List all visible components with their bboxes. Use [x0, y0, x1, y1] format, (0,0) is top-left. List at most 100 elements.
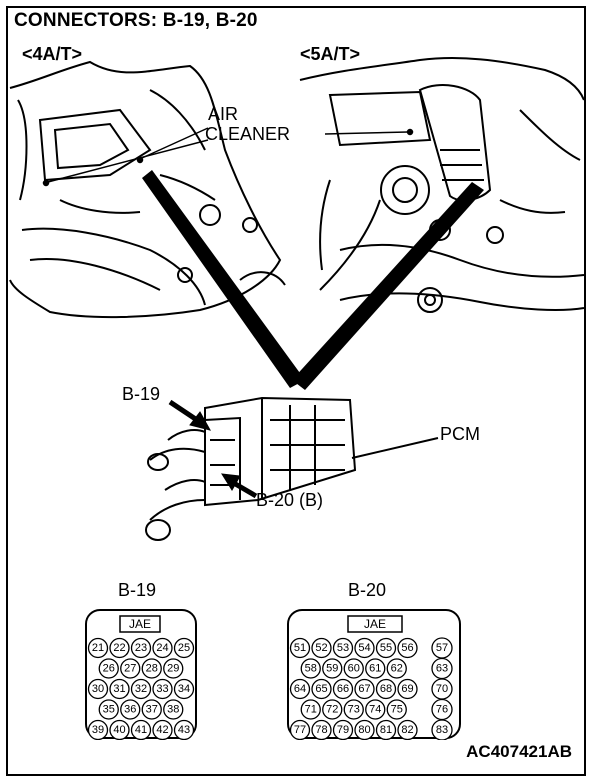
pin-number: 31	[113, 683, 125, 695]
pin-circle	[98, 699, 119, 720]
pin-number: 32	[135, 683, 147, 695]
pin-number: 64	[294, 683, 306, 695]
pin-circle	[163, 699, 184, 720]
pin-number: 24	[156, 642, 168, 654]
pin-circle	[322, 658, 343, 679]
pin-number: 81	[380, 724, 392, 736]
pin-circle	[343, 658, 364, 679]
pin-circle	[300, 658, 321, 679]
pin-circle	[300, 699, 321, 720]
pin-circle	[289, 719, 311, 740]
pin-circle	[130, 719, 152, 740]
pin-circle	[354, 719, 375, 740]
pin-number: 67	[358, 683, 370, 695]
pin-number: 75	[391, 704, 403, 716]
pin-number: 26	[103, 663, 115, 675]
pin-number: 77	[294, 724, 306, 736]
pin-circle	[130, 678, 152, 700]
pin-number: 34	[178, 683, 190, 695]
pin-circle	[354, 637, 375, 659]
pin-circle	[152, 637, 173, 659]
pin-number: 61	[369, 663, 381, 675]
pin-number: 52	[315, 642, 327, 654]
pin-circle	[120, 658, 141, 679]
pin-number: 35	[103, 704, 115, 716]
pin-circle	[289, 678, 311, 700]
pin-circle	[163, 658, 184, 679]
pin-number: 37	[146, 704, 158, 716]
pin-circle	[375, 637, 397, 659]
pin-number: 40	[113, 724, 125, 736]
pin-number: 60	[348, 663, 360, 675]
pin-circle	[397, 637, 418, 659]
b20-connector-title: B-20	[348, 580, 387, 600]
pin-number: 73	[348, 704, 360, 716]
pin-circle	[365, 658, 386, 679]
pin-circle	[173, 678, 195, 700]
pin-circle	[173, 637, 195, 659]
pin-number: 38	[167, 704, 179, 716]
pin-number: 76	[436, 704, 448, 716]
pin-number: 51	[294, 642, 306, 654]
pin-circle	[173, 719, 195, 740]
figure-frame	[6, 6, 586, 776]
pin-circle	[152, 719, 173, 740]
b19-maker-box	[119, 615, 161, 633]
pin-number: 39	[92, 724, 104, 736]
pin-circle	[87, 637, 109, 659]
pin-circle	[289, 637, 311, 659]
pin-circle	[332, 719, 354, 740]
pin-circle	[120, 699, 141, 720]
pin-circle	[311, 637, 332, 659]
pin-circle	[354, 678, 375, 700]
pin-number: 56	[401, 642, 413, 654]
pin-number: 78	[315, 724, 327, 736]
pin-number: 66	[337, 683, 349, 695]
pin-circle	[87, 719, 109, 740]
pin-number: 70	[436, 683, 448, 695]
pin-circle	[332, 678, 354, 700]
pin-number: 59	[326, 663, 338, 675]
pin-circle	[375, 719, 397, 740]
pin-circle	[130, 637, 152, 659]
variant-label-5at: <5A/T>	[300, 44, 361, 64]
pin-number: 55	[380, 642, 392, 654]
pin-circle	[375, 678, 397, 700]
pin-circle	[98, 658, 119, 679]
pin-number: 65	[315, 683, 327, 695]
pin-number: 42	[156, 724, 168, 736]
pin-number: 23	[135, 642, 147, 654]
b20-maker-label: JAE	[364, 617, 386, 631]
pin-number: 68	[380, 683, 392, 695]
pin-circle	[141, 658, 162, 679]
pin-number: 21	[92, 642, 104, 654]
pin-number: 69	[401, 683, 413, 695]
pcm-label: PCM	[440, 424, 480, 444]
pin-number: 58	[305, 663, 317, 675]
b20-callout-label: B-20 (B)	[256, 490, 324, 510]
pin-circle	[397, 678, 418, 700]
pin-number: 41	[135, 724, 147, 736]
pin-number: 62	[391, 663, 403, 675]
pin-number: 53	[337, 642, 349, 654]
pin-circle	[87, 678, 109, 700]
pin-circle	[109, 678, 130, 700]
pin-number: 33	[156, 683, 168, 695]
pin-circle	[386, 699, 407, 720]
pin-number: 27	[124, 663, 136, 675]
pin-number: 43	[178, 724, 190, 736]
pin-circle	[386, 658, 407, 679]
pin-circle	[141, 699, 162, 720]
pin-circle	[109, 637, 130, 659]
pin-number: 30	[92, 683, 104, 695]
b20-maker-box	[347, 615, 403, 633]
pin-circle	[311, 719, 332, 740]
pin-number: 74	[369, 704, 381, 716]
b19-maker-label: JAE	[129, 617, 151, 631]
pin-circle	[109, 719, 130, 740]
pin-number: 54	[358, 642, 370, 654]
pin-number: 82	[401, 724, 413, 736]
air-cleaner-label-line2: CLEANER	[205, 124, 291, 144]
